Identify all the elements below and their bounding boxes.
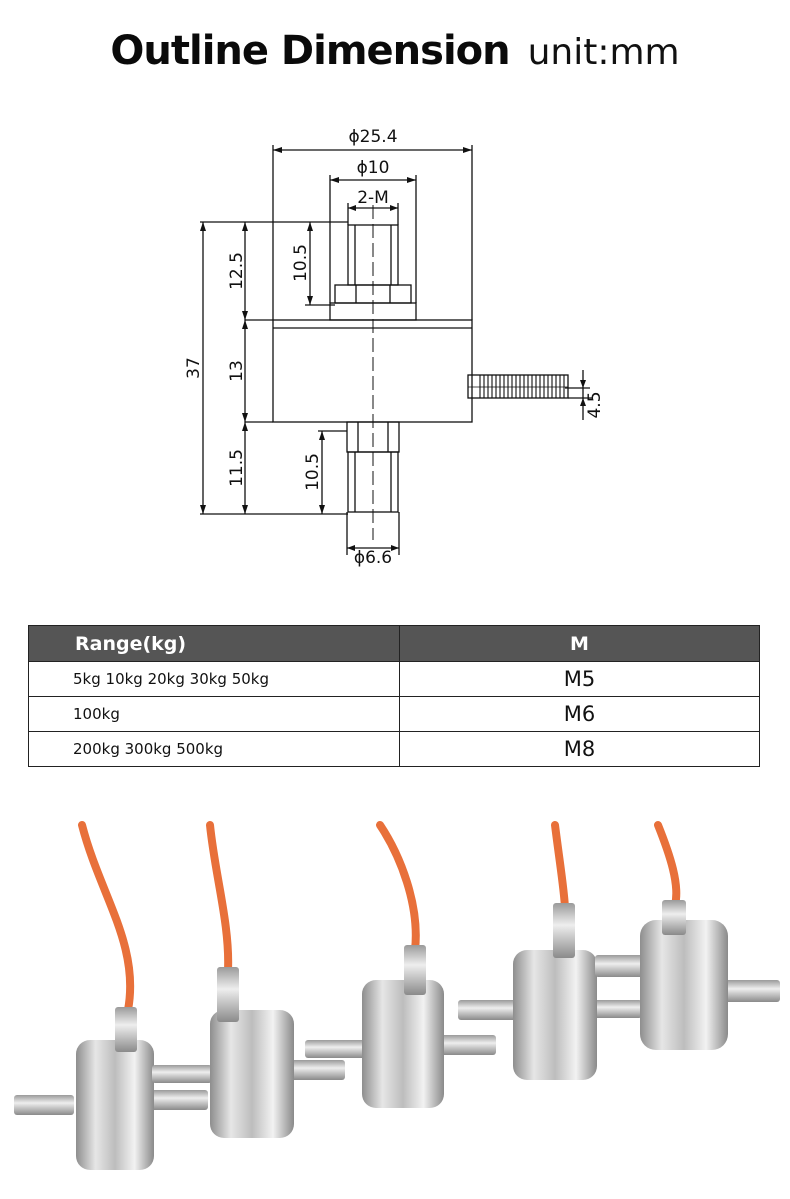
header-m: M bbox=[399, 625, 760, 662]
dim-bottom-diameter: ϕ6.6 bbox=[354, 548, 392, 568]
dim-body: 13 bbox=[227, 360, 247, 382]
cell-m: M8 bbox=[399, 731, 760, 767]
dim-bottom-length: 11.5 bbox=[227, 449, 247, 487]
table-header-row: Range(kg) M bbox=[28, 625, 760, 662]
cable-outline bbox=[467, 374, 569, 399]
sensor-5 bbox=[595, 900, 780, 1050]
cell-m: M6 bbox=[399, 696, 760, 732]
sensor-4 bbox=[458, 903, 642, 1080]
table-row: 100kg M6 bbox=[28, 696, 760, 732]
cell-m: M5 bbox=[399, 661, 760, 697]
header-range: Range(kg) bbox=[28, 625, 400, 662]
dim-top-length: 12.5 bbox=[227, 252, 247, 290]
table-row: 200kg 300kg 500kg M8 bbox=[28, 731, 760, 767]
cell-range: 100kg bbox=[28, 696, 400, 732]
title-unit: unit:mm bbox=[527, 32, 680, 73]
dim-top-thread: 10.5 bbox=[291, 244, 311, 282]
cell-range: 200kg 300kg 500kg bbox=[28, 731, 400, 767]
product-photo bbox=[14, 821, 780, 1170]
page-title: Outline Dimension unit:mm bbox=[0, 28, 790, 74]
dim-thread: 2-M bbox=[357, 188, 389, 208]
dim-bottom-thread: 10.5 bbox=[303, 453, 323, 491]
spec-table: Range(kg) M 5kg 10kg 20kg 30kg 50kg M5 1… bbox=[28, 625, 760, 767]
sensor-1 bbox=[14, 1007, 208, 1170]
cell-range: 5kg 10kg 20kg 30kg 50kg bbox=[28, 661, 400, 697]
dim-total: 37 bbox=[184, 357, 204, 379]
outline-dimension-drawing: ϕ25.4 ϕ10 2-M 12.5 10.5 37 13 11.5 10.5 … bbox=[184, 127, 605, 568]
dim-inner-diameter: ϕ10 bbox=[357, 158, 390, 178]
dim-outer-diameter: ϕ25.4 bbox=[348, 127, 397, 147]
sensor-3 bbox=[305, 945, 496, 1108]
title-main: Outline Dimension bbox=[110, 28, 510, 74]
dim-cable: 4.5 bbox=[585, 391, 605, 418]
table-row: 5kg 10kg 20kg 30kg 50kg M5 bbox=[28, 661, 760, 697]
sensor-2 bbox=[152, 967, 345, 1138]
